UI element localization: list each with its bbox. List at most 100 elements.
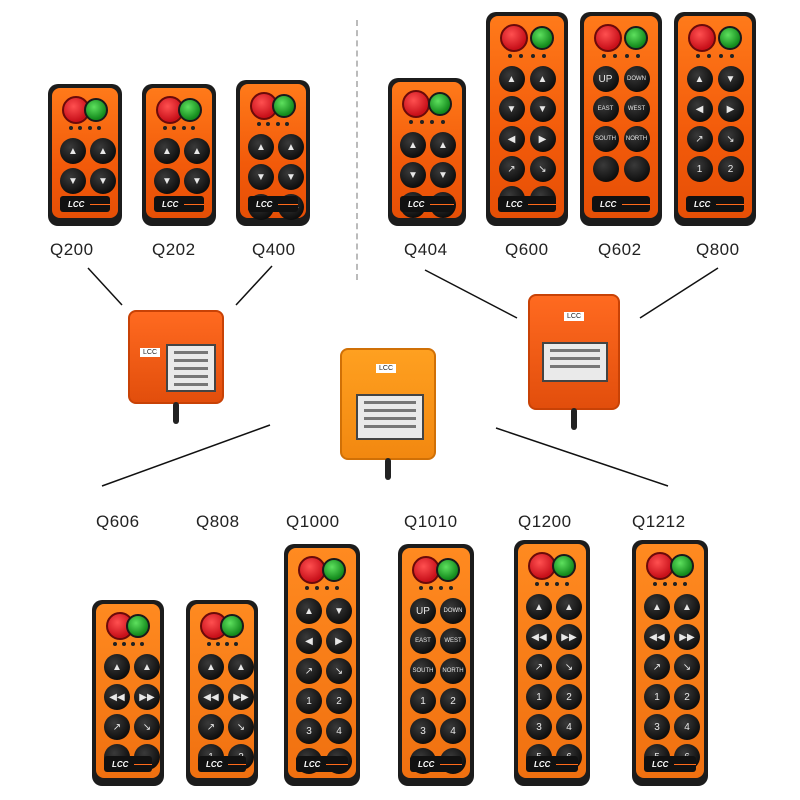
remote-key: ↗ [104,714,130,740]
remote-key: 2 [717,156,744,182]
remote-key: ↗ [296,658,322,684]
start-button-icon [178,98,202,122]
remote-key: ▶▶ [228,684,254,710]
remote-key: ▶▶ [134,684,160,710]
remote-key: 3 [410,718,436,744]
brand-plate: LCC [498,196,556,212]
remote-key: ↘ [326,658,352,684]
receiver-left: LCC [128,310,224,424]
remote-key: ▲ [400,132,426,158]
remote-key: ▲ [248,134,274,160]
remote-key: WEST [623,96,650,122]
connector-line-q606 [101,424,271,487]
connector-line-q200 [87,267,123,306]
stop-button-icon [500,24,528,52]
remote-key: 2 [674,684,700,710]
remote-key: ↗ [644,654,670,680]
remote-key: WEST [440,628,466,654]
connector-line-q404 [424,269,518,319]
remote-key: ▲ [198,654,224,680]
remote-key: ◀◀ [644,624,670,650]
brand-plate: LCC [198,756,246,772]
remote-key: ▼ [60,168,86,194]
remote-key: ◀ [498,126,525,152]
remote-key: NORTH [440,658,466,684]
label-q800: Q800 [696,240,740,259]
remote-key: 1 [526,684,552,710]
remote-key: 2 [440,688,466,714]
label-q400: Q400 [252,240,296,259]
remote-key: ↘ [529,156,556,182]
remote-key: ▲ [644,594,670,620]
remote-key: ▲ [556,594,582,620]
remote-key [623,156,650,182]
remote-key: ▲ [278,134,304,160]
brand-plate: LCC [644,756,696,772]
remote-q1212: ▲▲◀◀▶▶↗↘123456LCC [632,540,708,786]
start-button-icon [718,26,742,50]
remote-key: ↘ [556,654,582,680]
brand-plate: LCC [296,756,348,772]
label-q1010: Q1010 [404,512,458,531]
label-q200: Q200 [50,240,94,259]
remote-key: ◀◀ [198,684,224,710]
divider-line [356,20,358,280]
remote-key: ▲ [674,594,700,620]
brand-plate: LCC [154,196,204,212]
remote-key: 1 [644,684,670,710]
remote-q606: ▲▲◀◀▶▶↗↘LCC [92,600,164,786]
brand-plate: LCC [686,196,744,212]
connector-line-q800 [639,267,719,319]
remote-key: ▼ [154,168,180,194]
receiver-right: LCC [528,294,620,430]
remote-key: ↗ [198,714,224,740]
remote-key: ▲ [529,66,556,92]
stop-button-icon [402,90,430,118]
receiver-center: LCC [340,348,436,480]
remote-key: ▲ [526,594,552,620]
remote-key: ▼ [90,168,116,194]
remote-key: 2 [556,684,582,710]
start-button-icon [428,92,452,116]
remote-key: ▲ [90,138,116,164]
remote-key: EAST [592,96,619,122]
remote-key: ↘ [228,714,254,740]
remote-key: 1 [296,688,322,714]
remote-key: ▼ [184,168,210,194]
stop-button-icon [688,24,716,52]
remote-key: ▲ [104,654,130,680]
remote-key: ▲ [430,132,456,158]
brand-plate: LCC [526,756,578,772]
start-button-icon [436,558,460,582]
remote-q200: ▲▲▼▼LCC [48,84,122,226]
start-button-icon [670,554,694,578]
remote-key: ◀ [686,96,713,122]
remote-key: ▲ [184,138,210,164]
remote-key: 4 [556,714,582,740]
brand-plate: LCC [248,196,298,212]
remote-key: UP [410,598,436,624]
remote-key: ▶▶ [674,624,700,650]
label-q600: Q600 [505,240,549,259]
remote-key: ↘ [674,654,700,680]
remote-key: ▼ [248,164,274,190]
start-button-icon [322,558,346,582]
start-button-icon [624,26,648,50]
start-button-icon [84,98,108,122]
remote-key: ◀◀ [526,624,552,650]
label-q808: Q808 [196,512,240,531]
connector-line-q400 [235,265,273,306]
brand-plate: LCC [410,756,462,772]
remote-key: 3 [296,718,322,744]
remote-key: ▲ [498,66,525,92]
remote-key: ▶▶ [556,624,582,650]
remote-key: ▲ [296,598,322,624]
start-button-icon [530,26,554,50]
start-button-icon [552,554,576,578]
remote-key: ▲ [228,654,254,680]
brand-plate: LCC [60,196,110,212]
